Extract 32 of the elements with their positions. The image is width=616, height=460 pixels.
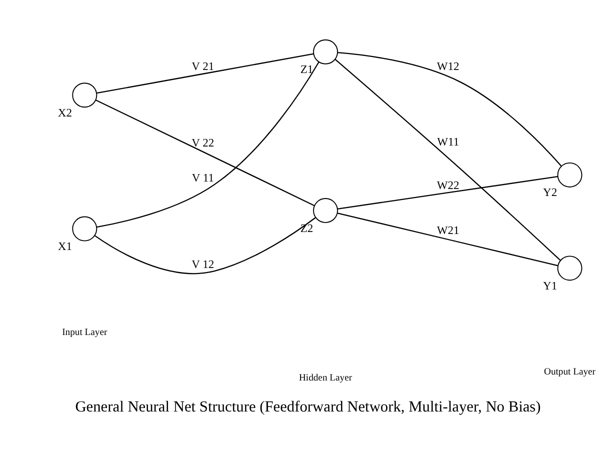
connector: [94, 217, 316, 274]
edge-label: V 22: [192, 138, 214, 150]
edge-label: W21: [436, 225, 460, 238]
label: Hidden Layer: [298, 372, 352, 384]
node-label: Z1: [300, 64, 314, 76]
node-label: Y2: [543, 187, 558, 200]
node-circle: [313, 198, 338, 224]
node-circle: [72, 82, 98, 108]
edge-label: V 11: [192, 172, 214, 184]
connector: [337, 176, 558, 210]
node-circle: [313, 39, 338, 64]
node-label: Z2: [300, 222, 314, 235]
connector: [96, 62, 320, 228]
node-circle: [72, 216, 98, 242]
connector: [338, 52, 562, 167]
connector: [337, 212, 558, 266]
connector: [334, 58, 561, 261]
node-label: X2: [58, 107, 72, 120]
edge-label: W22: [436, 180, 460, 192]
edge-label: W12: [436, 60, 460, 73]
connector: [96, 53, 314, 94]
connector: [96, 100, 315, 206]
edge-label: V 21: [192, 60, 214, 73]
node-label: Y1: [543, 280, 558, 292]
edge-label: W11: [437, 136, 460, 149]
node-circle: [557, 162, 582, 188]
caption: General Neural Net Structure (Feedforward Network, Multi-layer, No Bias): [75, 398, 541, 416]
label: Input Layer: [62, 327, 108, 338]
edge-label: V 12: [192, 258, 214, 271]
node-label: X1: [58, 241, 72, 254]
node-circle: [557, 256, 582, 281]
label: Output Layer: [544, 366, 596, 378]
